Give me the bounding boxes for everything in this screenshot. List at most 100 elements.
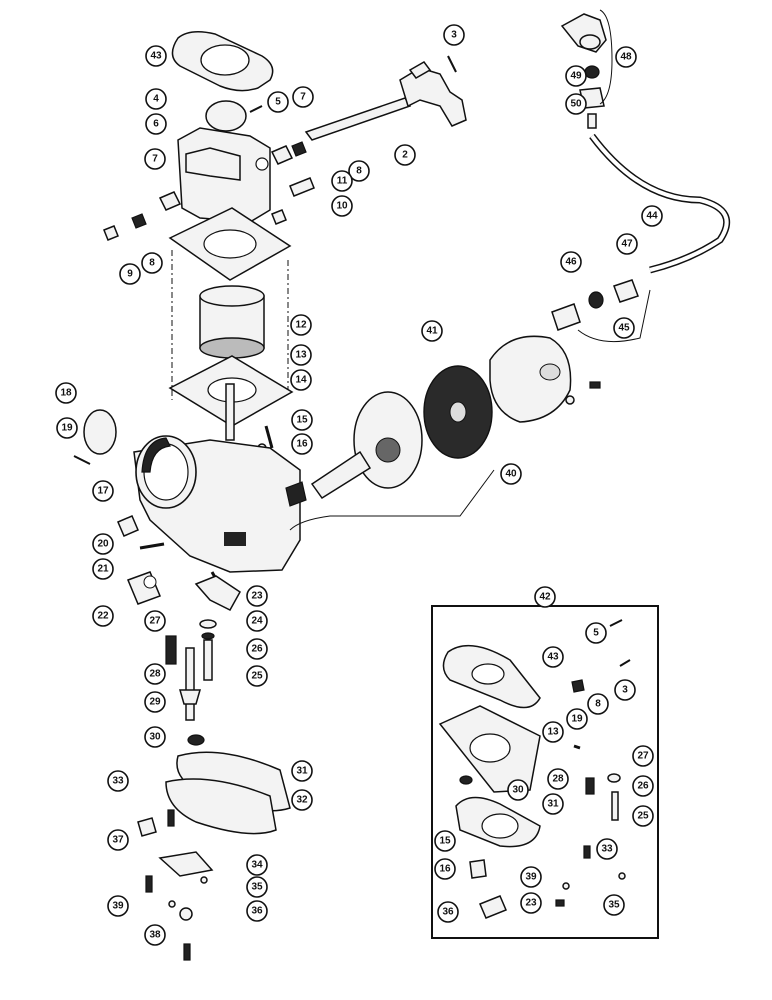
callout-16: 16: [291, 433, 313, 455]
callout-45: 45: [613, 317, 635, 339]
svg-text:30: 30: [149, 732, 161, 743]
callout-26: 26: [246, 638, 268, 660]
svg-text:8: 8: [595, 699, 601, 710]
svg-text:36: 36: [251, 906, 263, 917]
part-15-screw: [264, 425, 274, 449]
callout-3: 3: [443, 24, 465, 46]
svg-text:16: 16: [296, 439, 308, 450]
svg-text:28: 28: [552, 774, 564, 785]
inset-callout-25: 25: [632, 805, 654, 827]
inset-parts: [438, 619, 631, 919]
svg-text:37: 37: [112, 835, 124, 846]
part-7-bushing-right: [270, 145, 294, 165]
svg-text:39: 39: [525, 872, 537, 883]
svg-text:22: 22: [97, 611, 109, 622]
callout-49: 49: [565, 65, 587, 87]
part-7-bushing-left: [158, 191, 182, 211]
callout-27: 27: [144, 610, 166, 632]
part-21-screw: [139, 542, 165, 550]
callout-9: 9: [119, 263, 141, 285]
inset-callout-43: 43: [542, 646, 564, 668]
callout-8-left: 8: [141, 252, 163, 274]
svg-text:32: 32: [296, 795, 308, 806]
inset-callout-19: 19: [566, 708, 588, 730]
part-10-screw: [271, 209, 287, 225]
callout-39: 39: [107, 895, 129, 917]
diaphragm-cover: [489, 335, 572, 423]
svg-text:7: 7: [152, 154, 158, 165]
part-37-clip: [137, 817, 157, 837]
svg-text:21: 21: [97, 564, 109, 575]
svg-text:23: 23: [525, 898, 537, 909]
callout-20: 20: [92, 533, 114, 555]
svg-text:10: 10: [336, 201, 348, 212]
svg-text:5: 5: [593, 628, 599, 639]
svg-text:35: 35: [251, 882, 263, 893]
part-11-screw: [289, 177, 315, 197]
svg-text:14: 14: [295, 375, 307, 386]
part-22-plug: [127, 571, 161, 605]
part-18-disc: [83, 409, 117, 455]
svg-text:12: 12: [295, 320, 307, 331]
svg-text:27: 27: [637, 751, 649, 762]
part-20-plug: [117, 515, 139, 537]
callout-11: 11: [331, 170, 353, 192]
svg-text:47: 47: [621, 239, 633, 250]
callout-44: 44: [641, 205, 663, 227]
svg-text:15: 15: [439, 836, 451, 847]
svg-text:49: 49: [570, 71, 582, 82]
callout-33: 33: [107, 770, 129, 792]
callout-6: 6: [145, 113, 167, 135]
svg-text:33: 33: [112, 776, 124, 787]
svg-text:4: 4: [153, 94, 159, 105]
svg-text:5: 5: [275, 97, 281, 108]
svg-text:42: 42: [539, 592, 551, 603]
part-25-screw: [203, 639, 213, 681]
part-17-carburetor-body: [133, 435, 301, 573]
part-41-diaphragm: [423, 365, 493, 459]
throttle-body-flange: [168, 207, 292, 281]
callout-37: 37: [107, 829, 129, 851]
part-45-fitting: [551, 303, 581, 331]
svg-text:50: 50: [570, 99, 582, 110]
callout-48: 48: [615, 46, 637, 68]
part-35-screw: [200, 876, 208, 884]
svg-text:48: 48: [620, 52, 632, 63]
callout-2: 2: [394, 144, 416, 166]
part-6-throttle-body: [177, 127, 271, 223]
callout-10: 10: [331, 195, 353, 217]
inset-callout-5: 5: [585, 622, 607, 644]
svg-text:25: 25: [637, 811, 649, 822]
callout-8-right: 8: [348, 160, 370, 182]
callout-23: 23: [246, 585, 268, 607]
svg-text:44: 44: [646, 211, 658, 222]
svg-text:46: 46: [565, 257, 577, 268]
part-2-throttle-shaft: [304, 61, 467, 141]
part-43-gasket-top: [171, 31, 274, 92]
inset-callout-35: 35: [603, 894, 625, 916]
svg-text:3: 3: [622, 685, 628, 696]
svg-text:45: 45: [618, 323, 630, 334]
callout-29: 29: [144, 691, 166, 713]
svg-text:26: 26: [637, 781, 649, 792]
svg-text:2: 2: [402, 150, 408, 161]
callout-40: 40: [500, 463, 522, 485]
callout-24: 24: [246, 610, 268, 632]
cover-screws: [565, 381, 601, 405]
svg-text:13: 13: [547, 727, 559, 738]
callout-38: 38: [144, 924, 166, 946]
inset-callout-27: 27: [632, 745, 654, 767]
svg-text:43: 43: [150, 51, 162, 62]
part-8-nut-right: [291, 141, 307, 157]
callout-35: 35: [246, 876, 268, 898]
svg-text:8: 8: [356, 166, 362, 177]
inset-callout-15: 15: [434, 830, 456, 852]
svg-text:27: 27: [149, 616, 161, 627]
callout-41: 41: [421, 320, 443, 342]
callout-36: 36: [246, 900, 268, 922]
inset-callout-3: 3: [614, 679, 636, 701]
svg-text:20: 20: [97, 539, 109, 550]
svg-text:24: 24: [251, 616, 263, 627]
part-46-nut: [588, 291, 604, 309]
